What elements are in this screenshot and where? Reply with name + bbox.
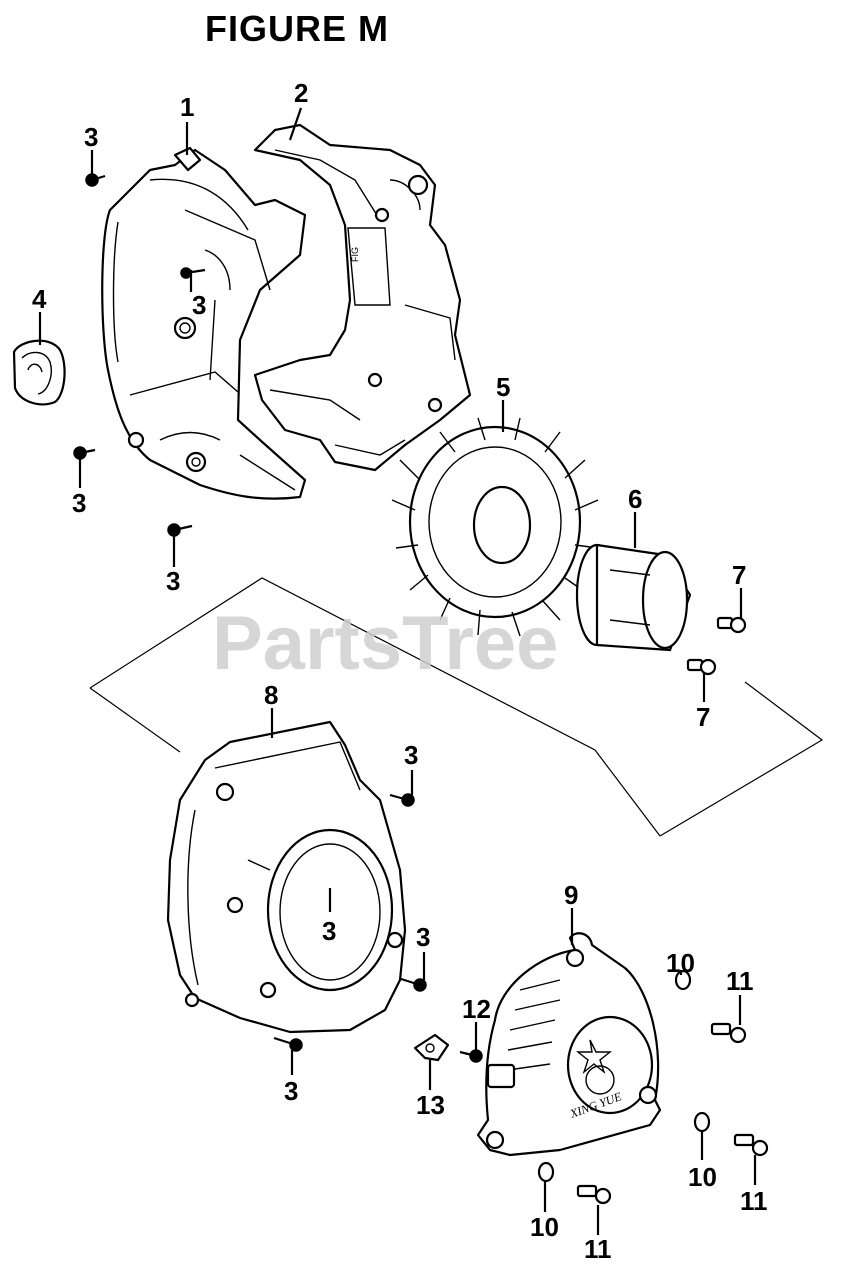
callout-10: 10	[666, 948, 695, 978]
callout-3: 3	[322, 916, 337, 946]
screw-3e	[389, 793, 415, 807]
watermark: PartsTree	[212, 601, 559, 686]
clip-13	[413, 1033, 450, 1062]
screw-3d	[167, 523, 193, 537]
callout-11: 11	[740, 1186, 768, 1216]
screw-7b	[686, 658, 717, 676]
callout-9: 9	[564, 880, 579, 910]
callout-3: 3	[284, 1076, 299, 1106]
fan-housing-left	[101, 146, 307, 500]
grommet-part	[12, 339, 66, 406]
callout-3: 3	[192, 290, 207, 320]
washer-10b	[693, 1111, 711, 1133]
callout-7: 7	[696, 702, 711, 732]
callout-10: 10	[688, 1162, 717, 1192]
callout-4: 4	[32, 284, 47, 314]
callout-6: 6	[628, 484, 643, 514]
screw-3a	[85, 173, 106, 187]
callout-5: 5	[496, 372, 511, 402]
callout-11: 11	[584, 1234, 612, 1264]
recoil-starter: XING YUE	[476, 932, 662, 1157]
callout-7: 7	[732, 560, 747, 590]
fan-housing-right: FIG	[253, 123, 472, 472]
screw-11c	[576, 1184, 612, 1205]
callout-1: 1	[180, 92, 195, 122]
svg-text:FIG: FIG	[350, 247, 360, 262]
callout-3: 3	[84, 122, 99, 152]
screw-3c	[73, 446, 96, 460]
callout-3: 3	[404, 740, 419, 770]
figure-title: FIGURE M	[205, 8, 389, 49]
callout-2: 2	[294, 78, 309, 108]
washer-10c	[537, 1161, 555, 1183]
screw-7a	[716, 616, 747, 634]
leader-lines	[38, 107, 757, 1235]
flywheel-fan	[391, 417, 599, 637]
callout-13: 13	[416, 1090, 445, 1120]
callout-3: 3	[166, 566, 181, 596]
screw-11b	[733, 1133, 769, 1157]
starter-pulley	[575, 543, 692, 652]
nut-12	[459, 1049, 483, 1063]
callout-12: 12	[462, 994, 491, 1024]
screw-11a	[710, 1022, 747, 1044]
assembly-frame	[89, 577, 824, 837]
washer-10a	[674, 969, 692, 991]
screw-3g	[397, 976, 427, 992]
screw-3h	[273, 1036, 303, 1052]
fan-cover	[166, 720, 407, 1034]
callout-3: 3	[72, 488, 87, 518]
callout-8: 8	[264, 680, 279, 710]
callout-3: 3	[416, 922, 431, 952]
callout-10: 10	[530, 1212, 559, 1242]
callout-11: 11	[726, 966, 754, 996]
